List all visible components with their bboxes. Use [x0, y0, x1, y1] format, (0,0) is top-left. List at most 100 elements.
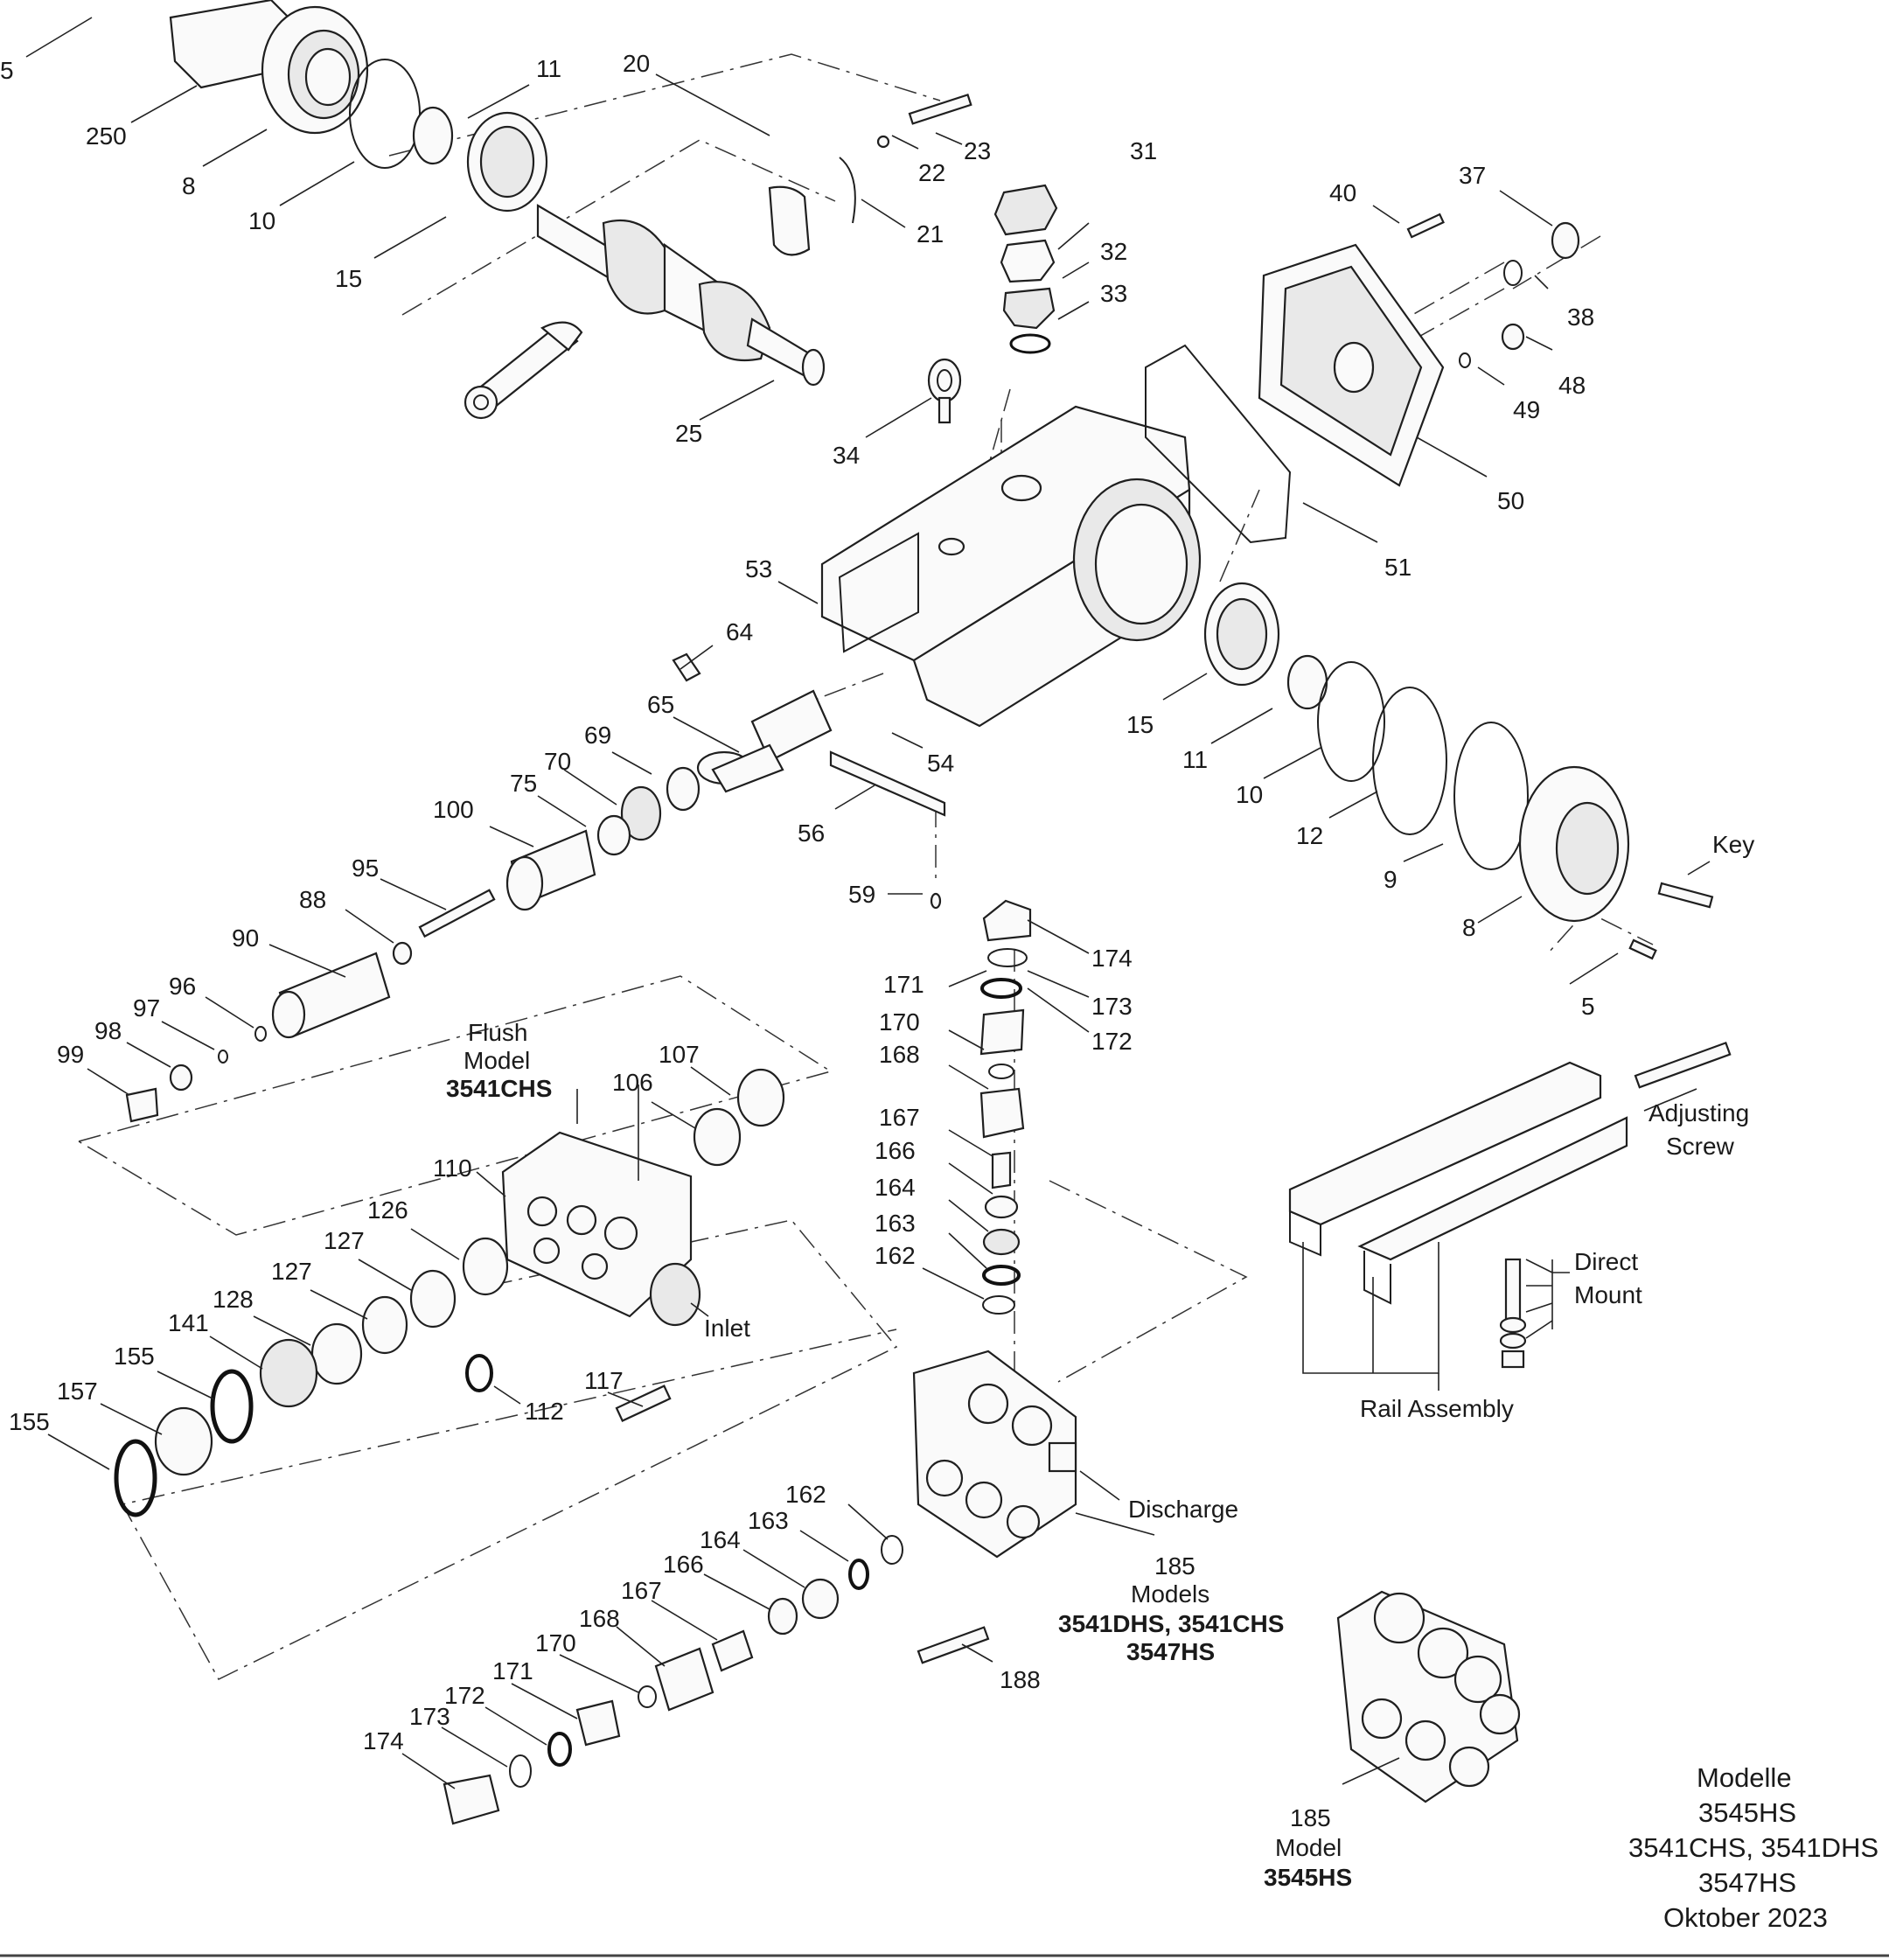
- callout-23: 23: [964, 137, 991, 164]
- callout-48: 48: [1558, 372, 1586, 399]
- callout-172-top: 172: [1091, 1028, 1133, 1055]
- alt-manifold-line2: 3545HS: [1264, 1864, 1352, 1891]
- callout-98: 98: [94, 1017, 122, 1044]
- connecting-rod: [464, 321, 583, 420]
- callout-12: 12: [1296, 822, 1323, 849]
- callout-171-top: 171: [883, 971, 924, 998]
- callout-99: 99: [57, 1041, 84, 1068]
- callout-170-bottom: 170: [535, 1629, 576, 1657]
- crankcase: [820, 405, 1202, 728]
- callout-direct: Direct: [1574, 1248, 1638, 1275]
- footer-line2: 3545HS: [1698, 1797, 1796, 1828]
- callout-adjusting: Adjusting: [1649, 1099, 1749, 1126]
- discharge-valve-stack: [979, 899, 1032, 1315]
- callout-127-b: 127: [271, 1258, 312, 1285]
- oil-pan: [829, 750, 946, 910]
- callout-54: 54: [927, 750, 954, 777]
- callout-95: 95: [352, 854, 379, 882]
- callout-mount: Mount: [1574, 1281, 1642, 1308]
- callout-70-left: 70: [544, 748, 571, 775]
- callout-96: 96: [169, 973, 196, 1000]
- callout-22: 22: [918, 159, 945, 186]
- manifold-note-line3: 3547HS: [1126, 1638, 1215, 1665]
- flush-model-number: 3541CHS: [446, 1075, 552, 1102]
- callout-8-right: 8: [1462, 914, 1476, 941]
- callout-172-bottom: 172: [444, 1682, 485, 1709]
- callout-screw: Screw: [1666, 1133, 1735, 1160]
- callout-15-right: 15: [1126, 711, 1154, 738]
- callout-key: Key: [1712, 831, 1754, 858]
- callout-50: 50: [1497, 487, 1524, 514]
- callout-155-b: 155: [9, 1408, 50, 1435]
- callout-10-right: 10: [1236, 781, 1263, 808]
- callout-127-a: 127: [324, 1227, 365, 1254]
- callout-164-bottom: 164: [700, 1526, 741, 1553]
- leader-lines: [25, 17, 1711, 1789]
- callout-126: 126: [367, 1196, 408, 1224]
- callout-170-top: 170: [879, 1008, 920, 1036]
- callout-106: 106: [612, 1069, 653, 1096]
- callout-167-top: 167: [879, 1104, 920, 1131]
- bearing-cover-top: [169, 0, 548, 213]
- callout-20: 20: [623, 50, 650, 77]
- callout-155-a: 155: [114, 1343, 155, 1370]
- callout-162-top: 162: [875, 1242, 916, 1269]
- parts: [114, 0, 1732, 1825]
- callout-173-top: 173: [1091, 993, 1133, 1020]
- callout-163-bottom: 163: [748, 1507, 789, 1534]
- callout-75: 75: [510, 770, 537, 797]
- callout-21: 21: [917, 220, 944, 248]
- callout-250: 250: [86, 122, 127, 150]
- callout-15-top: 15: [335, 265, 362, 292]
- callout-32: 32: [1100, 238, 1127, 265]
- callout-40: 40: [1329, 179, 1356, 206]
- right-bearing-stack: [1203, 582, 1714, 960]
- callout-173-bottom: 173: [409, 1703, 450, 1730]
- manifold-note-line2: 3541DHS, 3541CHS: [1058, 1610, 1284, 1637]
- callout-166-bottom: 166: [663, 1551, 704, 1578]
- callout-128: 128: [213, 1286, 254, 1313]
- callout-5-right: 5: [1581, 993, 1595, 1020]
- callout-166-top: 166: [875, 1137, 916, 1164]
- footer-line1: Modelle: [1697, 1762, 1792, 1793]
- callout-34: 34: [833, 442, 860, 469]
- callout-10-top: 10: [248, 207, 275, 234]
- callout-discharge: Discharge: [1128, 1496, 1238, 1523]
- callout-labels: 5 250 8 10 11 15 20 22 23 21 25 31 32 33…: [0, 50, 1754, 1891]
- callout-51: 51: [1384, 554, 1412, 581]
- footer-line3: 3541CHS, 3541DHS: [1628, 1832, 1879, 1863]
- callout-97: 97: [133, 994, 160, 1022]
- callout-168-bottom: 168: [579, 1605, 620, 1632]
- callout-110: 110: [433, 1154, 472, 1182]
- callout-38: 38: [1567, 303, 1594, 331]
- assembly-guides: [78, 53, 1654, 1680]
- manifold-note-line1: Models: [1131, 1580, 1209, 1608]
- callout-11-right: 11: [1182, 746, 1208, 773]
- callout-164-top: 164: [875, 1174, 916, 1201]
- callout-25: 25: [675, 420, 702, 447]
- footer-line4: 3547HS: [1698, 1867, 1796, 1898]
- callout-117: 117: [584, 1367, 624, 1394]
- callout-33: 33: [1100, 280, 1127, 307]
- callout-59: 59: [848, 881, 875, 908]
- callout-167-bottom: 167: [621, 1577, 662, 1604]
- callout-56: 56: [798, 820, 825, 847]
- callout-185-a: 185: [1154, 1552, 1195, 1580]
- plunger-assembly: [125, 652, 833, 1123]
- callout-163-top: 163: [875, 1210, 916, 1237]
- callout-174-bottom: 174: [363, 1727, 404, 1754]
- callout-90: 90: [232, 924, 259, 952]
- flush-model-line1: Flush: [468, 1019, 527, 1046]
- crankshaft: [536, 204, 826, 387]
- callout-11-top: 11: [536, 55, 561, 82]
- callout-53: 53: [745, 555, 772, 582]
- callout-31: 31: [1130, 137, 1157, 164]
- eye-bolt: [927, 358, 962, 424]
- callout-100: 100: [433, 796, 474, 823]
- alt-manifold-line1: Model: [1275, 1834, 1342, 1861]
- rear-cover: [1145, 213, 1580, 544]
- callout-37: 37: [1459, 162, 1486, 189]
- callout-185-b: 185: [1290, 1804, 1331, 1831]
- callout-188: 188: [1000, 1666, 1041, 1693]
